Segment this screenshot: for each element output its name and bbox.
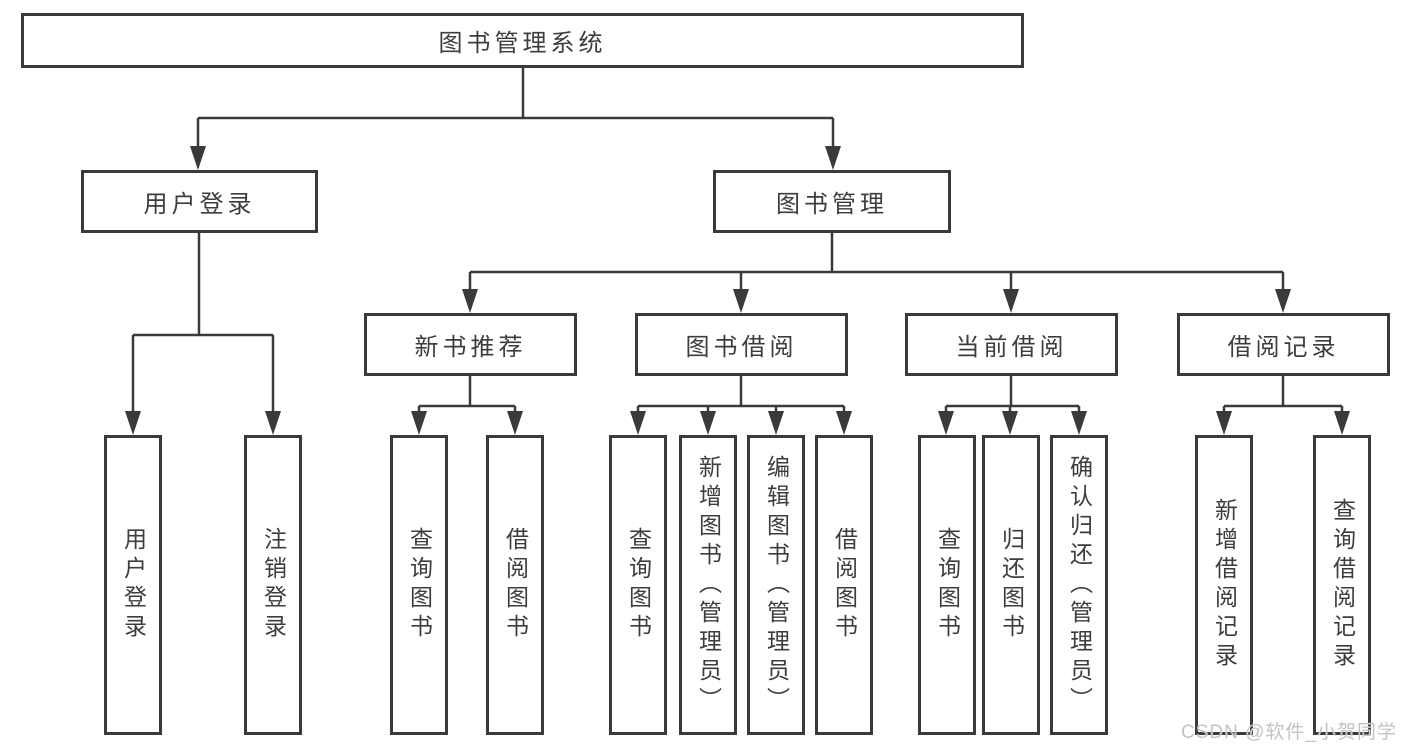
node-book-management-label: 图书管理	[776, 191, 888, 218]
node-current-borrowing: 当前借阅	[905, 313, 1118, 376]
arrow-down-icon	[507, 411, 523, 435]
node-borrowing-records-label: 借阅记录	[1227, 334, 1340, 361]
arrow-down-icon	[630, 411, 646, 435]
arrow-down-icon	[462, 289, 478, 313]
node-book-borrowing: 图书借阅	[635, 313, 848, 376]
leaf-add-book-admin: 新增图书（管理员）	[679, 435, 737, 735]
arrow-down-icon	[1334, 411, 1350, 435]
leaf-borrow-books: 借阅图书	[815, 435, 873, 735]
arrow-down-icon	[1002, 411, 1018, 435]
leaf-query-books-current: 查询图书	[918, 435, 976, 735]
leaf-confirm-return-admin-label: 确认归还（管理员）	[1066, 454, 1093, 716]
leaf-add-borrow-record: 新增借阅记录	[1195, 435, 1253, 735]
arrowhead-icons	[125, 146, 1350, 435]
arrow-down-icon	[938, 411, 954, 435]
node-root-library-system: 图书管理系统	[21, 13, 1024, 68]
leaf-add-borrow-record-label: 新增借阅记录	[1211, 498, 1238, 672]
leaf-return-books: 归还图书	[982, 435, 1040, 735]
arrow-down-icon	[190, 146, 206, 170]
leaf-query-books-current-label: 查询图书	[934, 527, 961, 643]
leaf-user-login: 用户登录	[104, 435, 162, 735]
leaf-query-books-borrowing-label: 查询图书	[625, 527, 652, 643]
leaf-confirm-return-admin: 确认归还（管理员）	[1050, 435, 1108, 735]
arrow-down-icon	[411, 411, 427, 435]
node-book-management: 图书管理	[713, 170, 951, 233]
arrow-down-icon	[125, 411, 141, 435]
leaf-query-books-recommend-label: 查询图书	[406, 527, 433, 643]
node-root-label: 图书管理系统	[438, 30, 607, 57]
node-user-login-label: 用户登录	[143, 191, 256, 218]
node-borrowing-records: 借阅记录	[1177, 313, 1390, 376]
arrow-down-icon	[825, 146, 841, 170]
node-new-book-recommendation-label: 新书推荐	[414, 334, 527, 361]
node-current-borrowing-label: 当前借阅	[955, 334, 1068, 361]
watermark: CSDN @软件_小贺同学	[1181, 722, 1397, 743]
arrow-down-icon	[1071, 411, 1087, 435]
tree-edges	[131, 66, 1344, 415]
arrow-down-icon	[1275, 289, 1291, 313]
leaf-user-login-label: 用户登录	[120, 527, 147, 643]
arrow-down-icon	[768, 411, 784, 435]
leaf-logout-label: 注销登录	[260, 527, 287, 643]
arrow-down-icon	[836, 411, 852, 435]
leaf-edit-book-admin-label: 编辑图书（管理员）	[763, 454, 790, 716]
leaf-borrow-books-recommend: 借阅图书	[486, 435, 544, 735]
leaf-logout: 注销登录	[244, 435, 302, 735]
node-book-borrowing-label: 图书借阅	[685, 334, 798, 361]
arrow-down-icon	[1003, 289, 1019, 313]
node-user-login: 用户登录	[81, 170, 318, 233]
arrow-down-icon	[733, 289, 749, 313]
arrow-down-icon	[1216, 411, 1232, 435]
leaf-query-books-borrowing: 查询图书	[609, 435, 667, 735]
arrow-down-icon	[265, 411, 281, 435]
leaf-query-borrow-record: 查询借阅记录	[1313, 435, 1371, 735]
leaf-query-books-recommend: 查询图书	[390, 435, 448, 735]
leaf-return-books-label: 归还图书	[998, 527, 1025, 643]
leaf-borrow-books-recommend-label: 借阅图书	[502, 527, 529, 643]
leaf-add-book-admin-label: 新增图书（管理员）	[695, 454, 722, 716]
leaf-edit-book-admin: 编辑图书（管理员）	[747, 435, 805, 735]
leaf-query-borrow-record-label: 查询借阅记录	[1329, 498, 1356, 672]
arrow-down-icon	[700, 411, 716, 435]
leaf-borrow-books-label: 借阅图书	[831, 527, 858, 643]
node-new-book-recommendation: 新书推荐	[364, 313, 577, 376]
